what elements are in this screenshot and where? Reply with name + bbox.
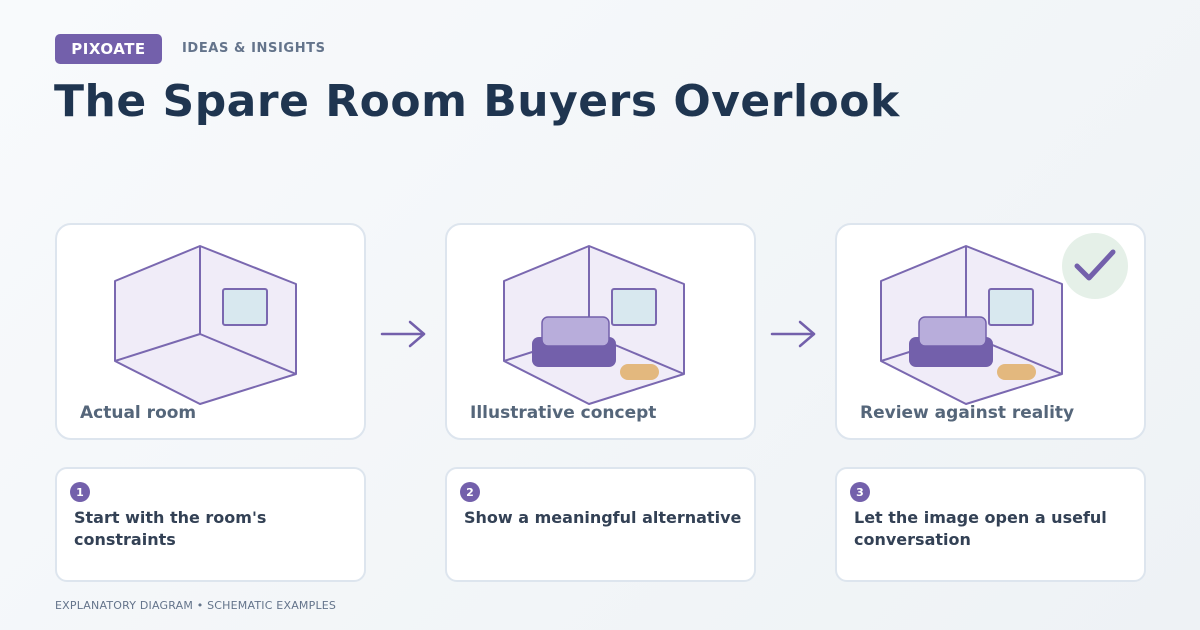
step-text: Show a meaningful alternative	[464, 508, 742, 527]
arrow-right-icon	[770, 320, 816, 348]
panel-review-against-reality: Review against reality	[835, 223, 1146, 440]
panel-illustrative-concept: Illustrative concept	[445, 223, 756, 440]
step-text: Let the image open a useful conversation	[854, 508, 1107, 549]
room-outline-icon	[880, 233, 1128, 405]
tagline: IDEAS & INSIGHTS	[182, 41, 326, 56]
rug-icon	[620, 364, 659, 380]
step-number-badge: 1	[70, 482, 90, 502]
step-card-1: 1 Start with the room's constraints	[55, 467, 366, 582]
brand-badge: PIXOATE	[55, 34, 162, 64]
sofa-icon	[532, 316, 616, 367]
step-card-2: 2 Show a meaningful alternative	[445, 467, 756, 582]
rug-icon	[997, 364, 1036, 380]
panel-label: Illustrative concept	[470, 403, 657, 423]
window-icon	[611, 288, 657, 326]
panel-label: Actual room	[80, 403, 197, 423]
step-number-badge: 3	[850, 482, 870, 502]
window-icon	[988, 288, 1034, 326]
page-title: The Spare Room Buyers Overlook	[54, 76, 900, 127]
step-card-3: 3 Let the image open a useful conversati…	[835, 467, 1146, 582]
step-number-badge: 2	[460, 482, 480, 502]
sofa-icon	[909, 316, 993, 367]
arrow-right-icon	[380, 320, 426, 348]
room-outline-icon	[114, 245, 297, 405]
checkmark-icon	[1062, 233, 1128, 299]
step-text: Start with the room's constraints	[74, 508, 267, 549]
window-icon	[222, 288, 268, 326]
room-outline-icon	[503, 245, 685, 405]
panel-label: Review against reality	[860, 403, 1075, 423]
panel-actual-room: Actual room	[55, 223, 366, 440]
footer-caption: EXPLANATORY DIAGRAM • SCHEMATIC EXAMPLES	[55, 599, 337, 612]
